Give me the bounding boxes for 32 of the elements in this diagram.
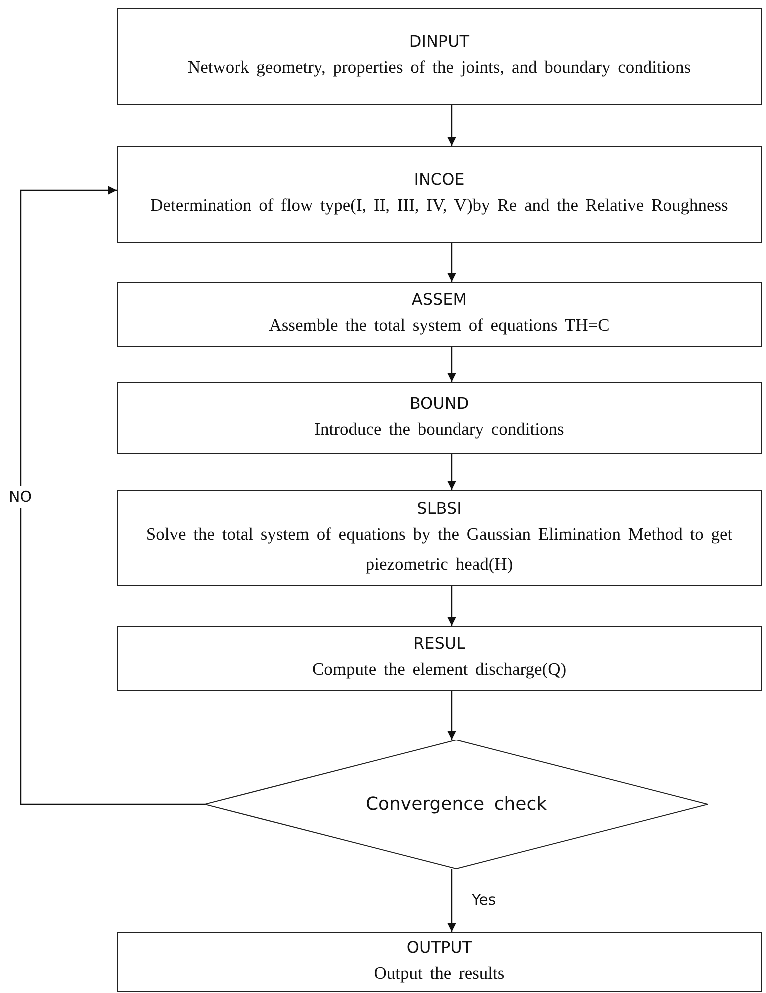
process-box	[117, 932, 762, 992]
process-description: Introduce the boundary conditions	[314, 418, 564, 441]
process-box	[117, 626, 762, 691]
module-name: BOUND	[410, 392, 470, 415]
process-box	[117, 490, 762, 586]
decision-diamond	[205, 740, 708, 869]
arrow	[20, 186, 205, 806]
module-name: SLBSI	[417, 498, 462, 520]
arrow	[448, 691, 456, 740]
process-box	[117, 146, 762, 243]
module-name: DINPUT	[409, 31, 470, 54]
process-description: Network geometry, properties of the joints, and boundary conditions	[188, 56, 692, 80]
arrow	[448, 454, 456, 490]
process-description: Determination of flow type(I, II, III, IV, V)by Re and the Relative Roughness	[150, 194, 728, 218]
module-name: INCOE	[414, 169, 465, 192]
module-name: ASSEM	[412, 289, 468, 312]
arrow	[448, 105, 456, 146]
arrow	[448, 869, 456, 932]
process-box	[117, 382, 762, 454]
arrow	[448, 347, 456, 382]
arrow	[448, 243, 456, 282]
process-description: Output the results	[374, 962, 505, 985]
module-name: RESUL	[413, 633, 466, 656]
arrow	[448, 586, 456, 626]
process-description: Solve the total system of equations by the Gaussian Elimination Method to get piezometric head(H)	[145, 522, 734, 576]
decision-text: Convergence check	[366, 794, 548, 815]
edge-label: NO	[9, 486, 32, 508]
process-box	[117, 282, 762, 347]
module-name: OUTPUT	[406, 936, 472, 959]
process-description: Assemble the total system of equations TH=C	[269, 314, 610, 338]
process-description: Compute the element discharge(Q)	[312, 658, 567, 682]
process-box	[117, 8, 762, 105]
